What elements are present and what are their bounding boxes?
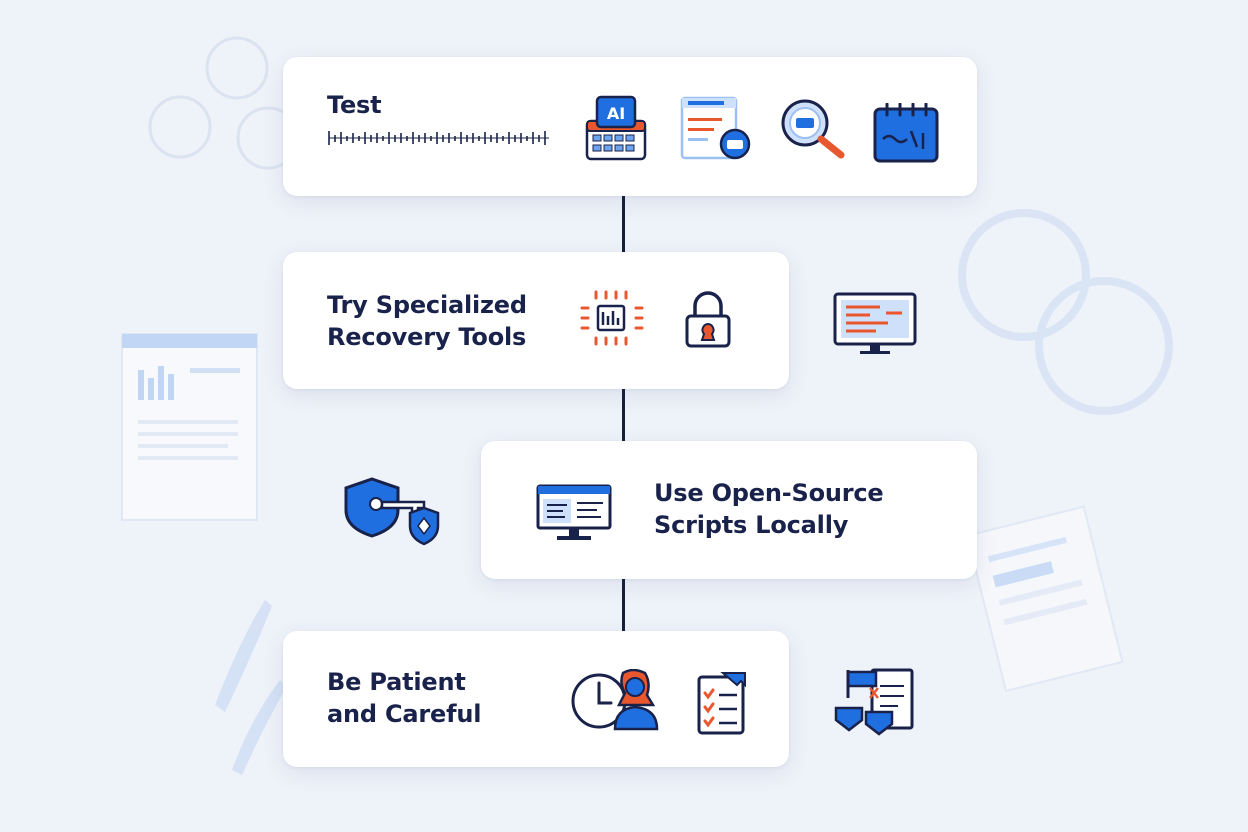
connector-line-2 [622, 389, 625, 441]
step-title-test: Test [327, 91, 382, 119]
connector-line-3 [622, 579, 625, 631]
clock-person-icon [571, 669, 659, 731]
magnifying-glass-icon [781, 99, 845, 159]
step-card-specialized-recovery-tools: Try Specialized Recovery Tools [283, 252, 789, 389]
step-card-open-source-scripts: Use Open-Source Scripts Locally [481, 441, 977, 579]
ai-calendar-icon: AI [585, 95, 647, 161]
shield-key-icon [344, 477, 440, 546]
connector-line-1 [622, 196, 625, 252]
step-card-patient-careful: Be Patient and Careful [283, 631, 789, 767]
padlock-icon [685, 291, 731, 348]
chip-processor-icon [580, 290, 644, 346]
step-title-patient-careful: Be Patient and Careful [327, 668, 482, 728]
step-title-open-source-scripts: Use Open-Source Scripts Locally [654, 479, 884, 539]
step-card-test: Test AI [283, 57, 977, 196]
computer-monitor-icon [536, 484, 612, 540]
garbled-text-scribble [328, 131, 549, 145]
document-form-icon [680, 96, 751, 160]
checklist-icon [697, 672, 746, 735]
flag-document-icon [834, 668, 914, 736]
monitor-display-icon [833, 292, 917, 354]
svg-text:AI: AI [607, 104, 625, 123]
calendar-icon [873, 103, 939, 163]
step-title-specialized-recovery-tools: Try Specialized Recovery Tools [327, 291, 527, 351]
